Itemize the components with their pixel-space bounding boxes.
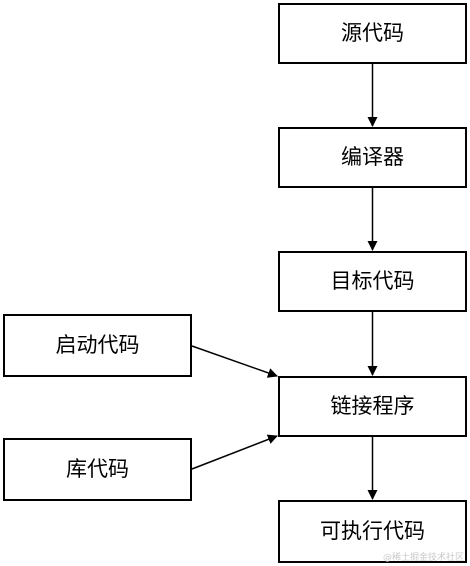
watermark: @稀土掘金技术社区 xyxy=(382,553,464,563)
node-compiler: 编译器 xyxy=(278,127,467,188)
node-executable-code-label: 可执行代码 xyxy=(320,519,425,543)
node-compiler-label: 编译器 xyxy=(341,145,404,169)
node-linker: 链接程序 xyxy=(278,376,467,437)
node-library-code: 库代码 xyxy=(3,438,192,501)
node-library-code-label: 库代码 xyxy=(66,457,129,481)
arrow-library-to-linker xyxy=(191,434,278,470)
node-executable-code: 可执行代码 xyxy=(278,500,467,563)
node-source-code: 源代码 xyxy=(278,3,467,64)
node-object-code: 目标代码 xyxy=(278,251,467,312)
node-boot-code-label: 启动代码 xyxy=(55,333,140,357)
arrow-boot-to-linker xyxy=(191,345,278,378)
node-object-code-label: 目标代码 xyxy=(330,269,415,293)
node-linker-label: 链接程序 xyxy=(330,394,415,418)
node-source-code-label: 源代码 xyxy=(341,21,404,45)
node-boot-code: 启动代码 xyxy=(3,314,192,377)
